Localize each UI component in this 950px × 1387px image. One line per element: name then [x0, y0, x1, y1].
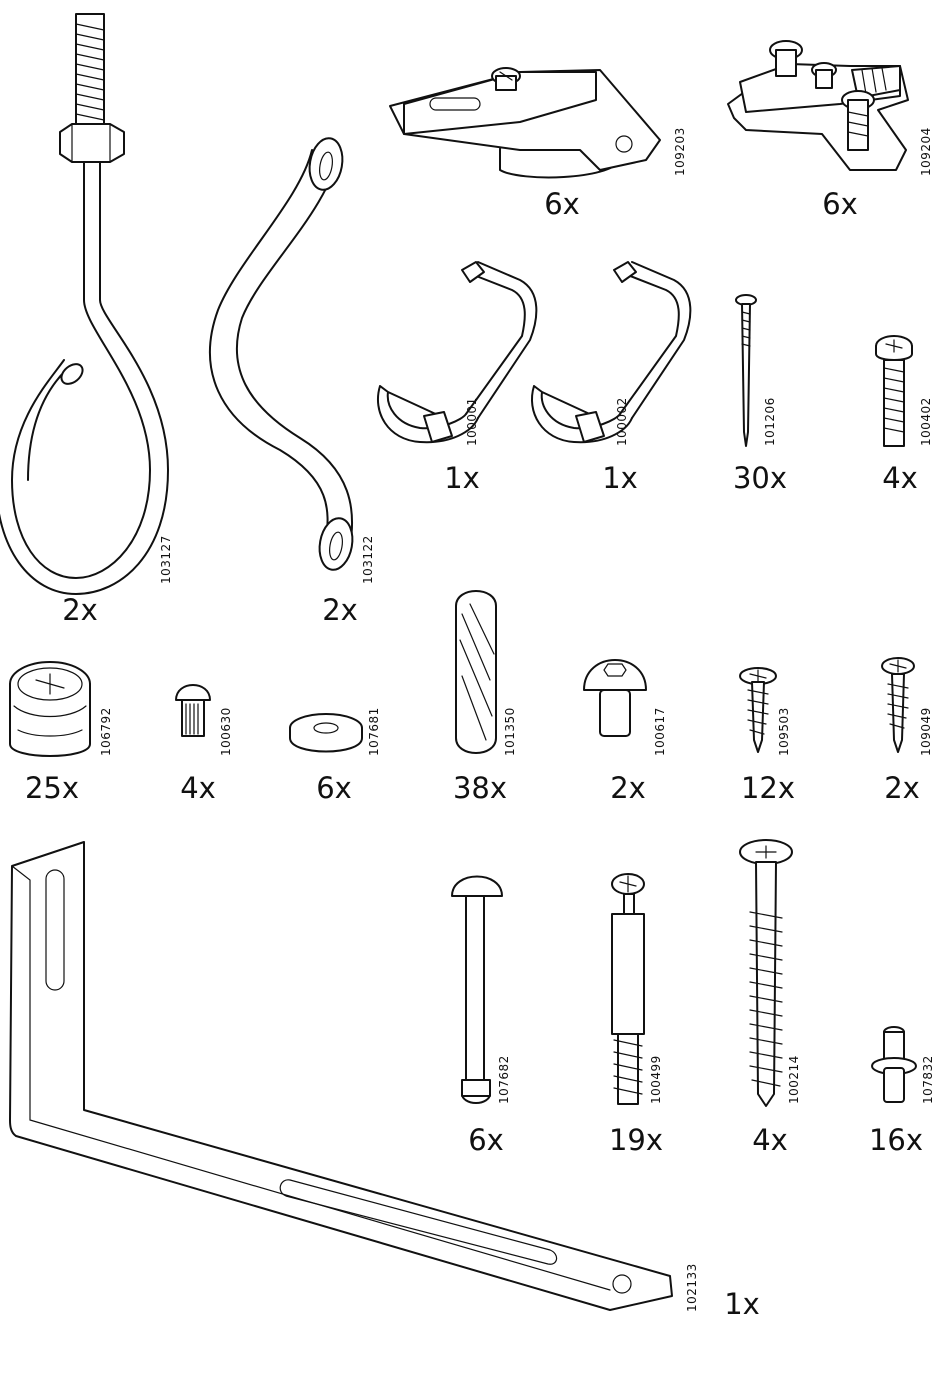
shelf-pin-illustration	[872, 1027, 916, 1102]
nail-illustration	[736, 295, 756, 446]
part-number-eye-bolt: 103127	[160, 535, 172, 584]
wood-screw-tiny-illustration	[882, 658, 914, 752]
qty-l-bracket: 1x	[724, 1290, 760, 1319]
qty-hinge-b: 6x	[822, 190, 858, 219]
qty-wood-dowel: 38x	[453, 774, 507, 803]
qty-hex-key-b: 1x	[602, 464, 638, 493]
hinge-a-illustration	[390, 68, 660, 177]
qty-hinge-a: 6x	[544, 190, 580, 219]
qty-rivet: 4x	[180, 774, 216, 803]
qty-s-hook: 2x	[322, 596, 358, 625]
part-number-s-hook: 103122	[362, 535, 374, 584]
qty-shelf-pin: 16x	[869, 1126, 923, 1155]
qty-cam-bolt: 19x	[609, 1126, 663, 1155]
qty-eye-bolt: 2x	[62, 596, 98, 625]
long-wood-screw-illustration	[740, 840, 792, 1106]
qty-long-wood-screw: 4x	[752, 1126, 788, 1155]
qty-machine-screw: 4x	[882, 464, 918, 493]
l-bracket-illustration	[10, 842, 672, 1310]
wood-dowel-illustration	[456, 591, 496, 753]
hex-key-b-illustration	[532, 262, 690, 442]
dome-nut-illustration	[584, 660, 646, 736]
part-number-hex-key-a: 100001	[466, 397, 478, 446]
qty-connector-bolt: 6x	[468, 1126, 504, 1155]
part-number-hinge-b: 109204	[920, 127, 932, 176]
part-number-cam-bolt: 100499	[650, 1055, 662, 1104]
wood-screw-small-illustration	[740, 668, 776, 752]
part-number-connector-bolt: 107682	[498, 1055, 510, 1104]
part-number-cam-lock: 106792	[100, 707, 112, 756]
eye-bolt-illustration	[0, 14, 168, 594]
part-number-hex-key-b: 100002	[616, 397, 628, 446]
s-hook-illustration	[210, 136, 356, 573]
part-number-wood-screw-small: 109503	[778, 707, 790, 756]
part-number-hinge-a: 109203	[674, 127, 686, 176]
qty-nail: 30x	[733, 464, 787, 493]
hinge-b-illustration	[728, 41, 908, 170]
cam-lock-illustration	[10, 662, 90, 756]
part-number-wood-screw-tiny: 109049	[920, 707, 932, 756]
part-number-washer: 107681	[368, 707, 380, 756]
qty-hex-key-a: 1x	[444, 464, 480, 493]
qty-dome-nut: 2x	[610, 774, 646, 803]
part-number-l-bracket: 102133	[686, 1263, 698, 1312]
qty-wood-screw-tiny: 2x	[884, 774, 920, 803]
part-number-long-wood-screw: 100214	[788, 1055, 800, 1104]
part-number-machine-screw: 100402	[920, 397, 932, 446]
qty-washer: 6x	[316, 774, 352, 803]
qty-wood-screw-small: 12x	[741, 774, 795, 803]
connector-bolt-illustration	[452, 877, 502, 1104]
machine-screw-illustration	[876, 336, 912, 446]
cam-bolt-illustration	[612, 874, 644, 1104]
qty-cam-lock: 25x	[25, 774, 79, 803]
part-number-dome-nut: 100617	[654, 707, 666, 756]
rivet-illustration	[176, 685, 210, 736]
part-number-wood-dowel: 101350	[504, 707, 516, 756]
part-number-rivet: 100630	[220, 707, 232, 756]
hex-key-a-illustration	[378, 262, 536, 442]
washer-illustration	[290, 714, 362, 752]
part-number-shelf-pin: 107832	[922, 1055, 934, 1104]
part-number-nail: 101206	[764, 397, 776, 446]
